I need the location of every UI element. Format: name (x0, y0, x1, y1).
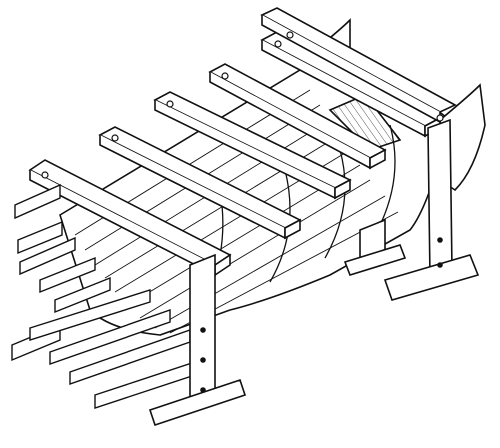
beam-pegs (41, 31, 444, 179)
transverse-beams (28, 7, 457, 277)
left-plank-stack (11, 183, 196, 409)
front-post (148, 253, 247, 427)
rear-right-post (383, 118, 480, 301)
beam-2 (98, 126, 302, 240)
mid-right-post (343, 218, 407, 276)
beam-3 (153, 91, 352, 200)
beam-1 (28, 159, 232, 277)
beam-4 (208, 63, 387, 170)
